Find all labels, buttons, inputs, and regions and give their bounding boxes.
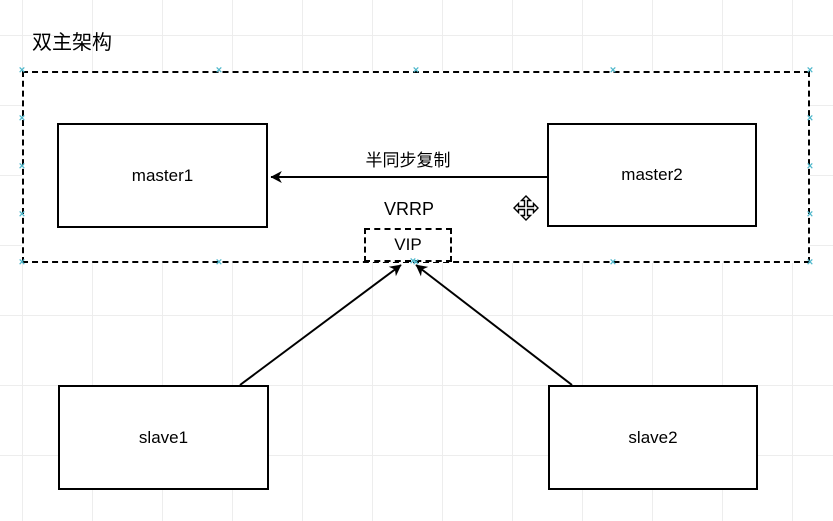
connection-point-marker[interactable]: × bbox=[806, 64, 814, 77]
move-cursor-icon bbox=[513, 195, 539, 221]
node-master1-label: master1 bbox=[131, 165, 194, 185]
label-replication[interactable]: 半同步复制 bbox=[365, 151, 451, 170]
node-slave1[interactable]: slave1 bbox=[58, 385, 269, 490]
node-vip-label: VIP bbox=[394, 235, 422, 254]
node-slave2[interactable]: slave2 bbox=[548, 385, 758, 490]
connection-point-marker[interactable]: × bbox=[609, 256, 617, 269]
connection-point-marker[interactable]: × bbox=[18, 160, 26, 173]
connection-point-marker[interactable]: × bbox=[609, 64, 617, 77]
node-master2-label: master2 bbox=[621, 165, 683, 184]
connection-point-marker[interactable]: × bbox=[215, 256, 223, 269]
label-vrrp[interactable]: VRRP bbox=[383, 199, 434, 219]
connection-point-marker[interactable]: × bbox=[215, 64, 223, 77]
connection-point-marker[interactable]: × bbox=[412, 256, 420, 269]
connection-point-marker[interactable]: × bbox=[18, 208, 26, 221]
connection-point-marker[interactable]: × bbox=[806, 256, 814, 269]
connection-point-marker[interactable]: × bbox=[806, 208, 814, 221]
edge-slave1-to-vip[interactable] bbox=[239, 264, 402, 386]
diagram-title[interactable]: 双主架构 bbox=[32, 32, 112, 54]
node-vip[interactable]: VIP bbox=[364, 228, 452, 262]
connection-point-marker[interactable]: × bbox=[806, 160, 814, 173]
connection-point-marker[interactable]: × bbox=[412, 64, 420, 77]
node-slave2-label: slave2 bbox=[628, 427, 678, 447]
node-master2[interactable]: master2 bbox=[547, 123, 757, 227]
connection-point-marker[interactable]: × bbox=[18, 112, 26, 125]
node-slave1-label: slave1 bbox=[138, 427, 189, 447]
connection-point-marker[interactable]: × bbox=[409, 255, 417, 268]
connection-point-marker[interactable]: × bbox=[806, 112, 814, 125]
connection-point-marker[interactable]: × bbox=[18, 256, 26, 269]
connection-point-marker[interactable]: × bbox=[18, 64, 26, 77]
edge-slave2-to-vip[interactable] bbox=[415, 264, 573, 386]
node-master1[interactable]: master1 bbox=[57, 123, 268, 228]
